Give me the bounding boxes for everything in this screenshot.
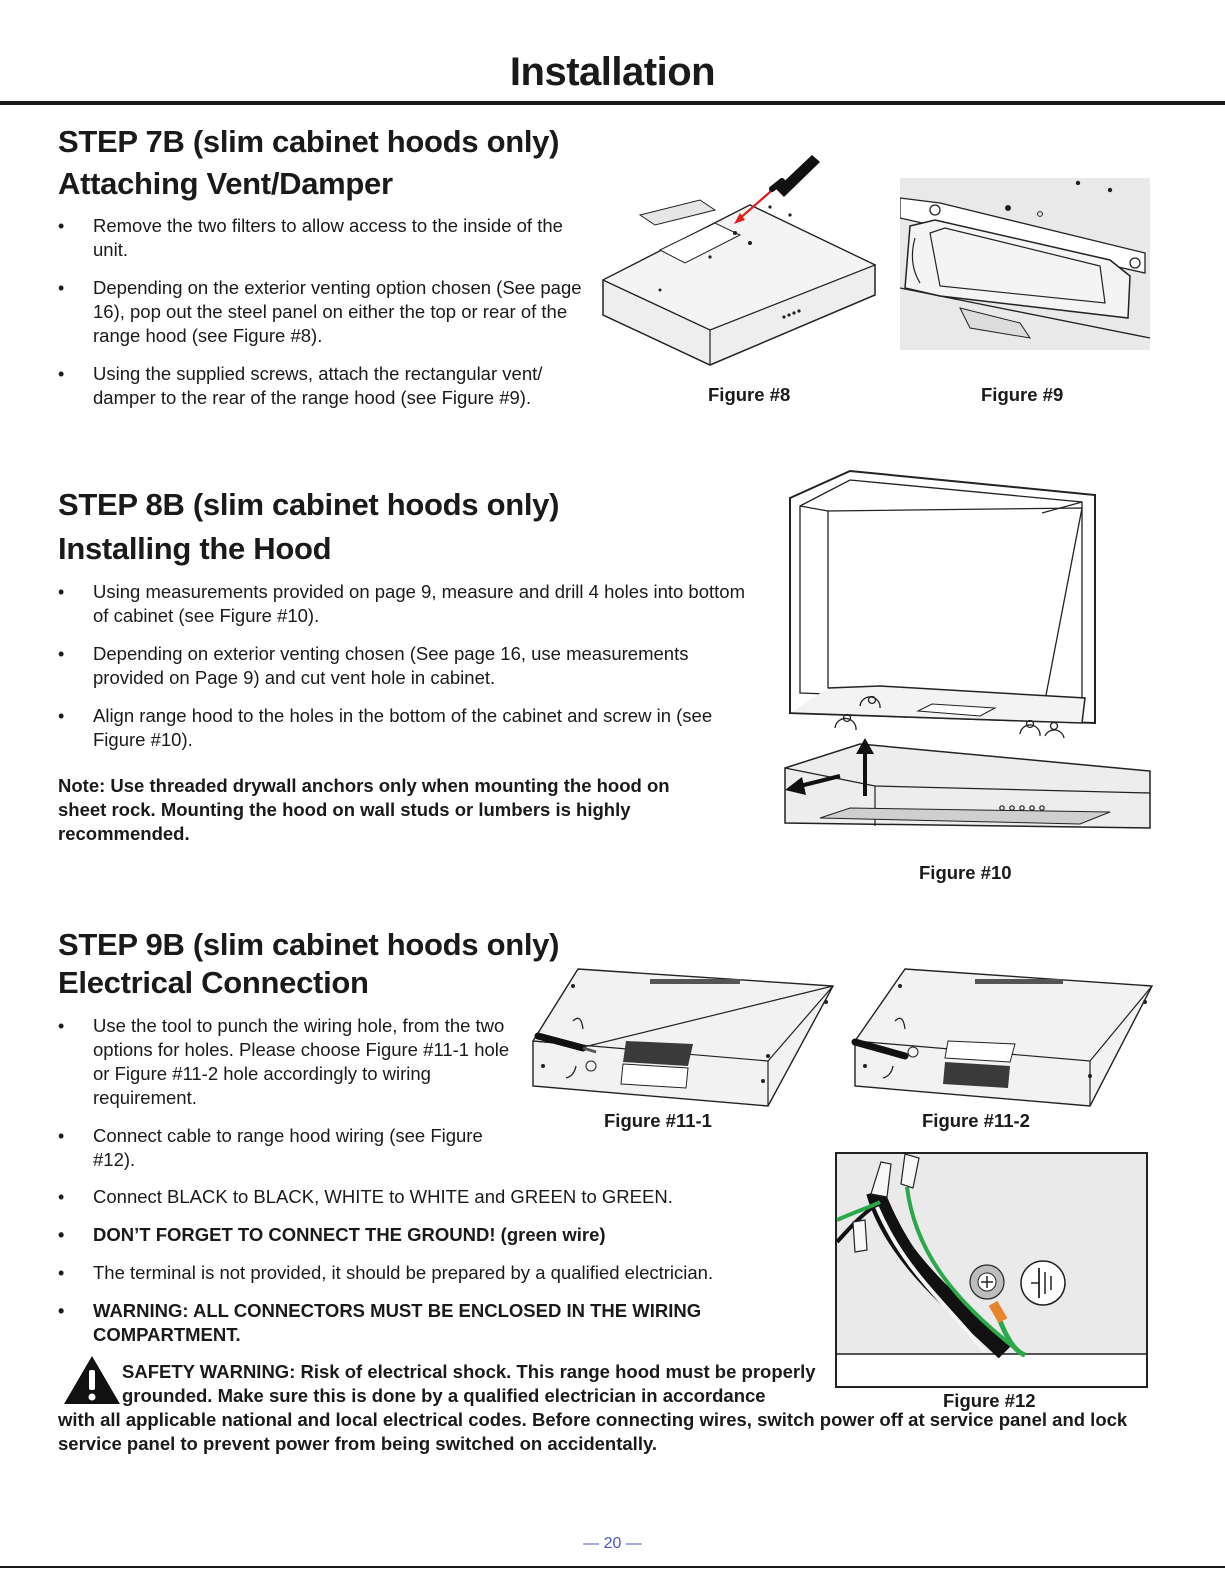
step8-heading: STEP 8B (slim cabinet hoods only) xyxy=(58,487,560,522)
ground-symbol-icon xyxy=(1020,1260,1066,1306)
safety-warning-line1: SAFETY WARNING: Risk of electrical shock… xyxy=(122,1361,816,1406)
figure-12-image xyxy=(835,1152,1148,1388)
list-item: Connect BLACK to BLACK, WHITE to WHITE a… xyxy=(58,1185,798,1209)
figure-11-2-image xyxy=(851,968,1154,1107)
list-item: The terminal is not provided, it should … xyxy=(58,1261,798,1285)
page-number: — 20 — xyxy=(583,1535,642,1552)
figure-11-1-image xyxy=(532,968,835,1107)
step7-heading: STEP 7B (slim cabinet hoods only) xyxy=(58,124,560,159)
figure-9-caption: Figure #9 xyxy=(981,384,1064,405)
step8-bullets: Using measurements provided on page 9, m… xyxy=(58,580,748,766)
step9-subheading: Electrical Connection xyxy=(58,965,369,1000)
list-item: Depending on exterior venting chosen (Se… xyxy=(58,642,748,690)
list-item: Using the supplied screws, attach the re… xyxy=(58,362,588,410)
figure-10-caption: Figure #10 xyxy=(919,862,1012,883)
list-item: Depending on the exterior venting option… xyxy=(58,276,588,348)
step8-note: Note: Use threaded drywall anchors only … xyxy=(58,775,670,844)
safety-warning: SAFETY WARNING: Risk of electrical shock… xyxy=(58,1360,1168,1456)
figure-8-caption: Figure #8 xyxy=(708,384,791,405)
list-item: DON’T FORGET TO CONNECT THE GROUND! (gre… xyxy=(58,1223,798,1247)
figure-12-caption: Figure #12 xyxy=(943,1390,1036,1411)
list-item: Using measurements provided on page 9, m… xyxy=(58,580,748,628)
figure-8-image xyxy=(601,155,877,366)
warning-triangle-icon xyxy=(64,1356,120,1404)
page-title: Installation xyxy=(509,50,716,94)
list-item: WARNING: ALL CONNECTORS MUST BE ENCLOSED… xyxy=(58,1299,798,1347)
figure-10-image xyxy=(784,469,1151,829)
bottom-rule xyxy=(0,1566,1225,1568)
figure-11-2-caption: Figure #11-2 xyxy=(922,1110,1030,1131)
step9-heading: STEP 9B (slim cabinet hoods only) xyxy=(58,927,560,962)
step7-subheading: Attaching Vent/Damper xyxy=(58,166,393,201)
step9-bullets-a: Use the tool to punch the wiring hole, f… xyxy=(58,1014,513,1186)
figure-11-1-caption: Figure #11-1 xyxy=(604,1110,712,1131)
step7-bullets: Remove the two filters to allow access t… xyxy=(58,214,588,424)
step9-bullets-b: Connect BLACK to BLACK, WHITE to WHITE a… xyxy=(58,1185,798,1361)
list-item: Use the tool to punch the wiring hole, f… xyxy=(58,1014,513,1110)
list-item: Align range hood to the holes in the bot… xyxy=(58,704,748,752)
safety-warning-line2: with all applicable national and local e… xyxy=(58,1409,1128,1454)
figure-9-image xyxy=(900,178,1150,350)
step8-subheading: Installing the Hood xyxy=(58,531,332,566)
list-item: Remove the two filters to allow access t… xyxy=(58,214,588,262)
title-rule xyxy=(0,101,1225,105)
list-item: Connect cable to range hood wiring (see … xyxy=(58,1124,513,1172)
